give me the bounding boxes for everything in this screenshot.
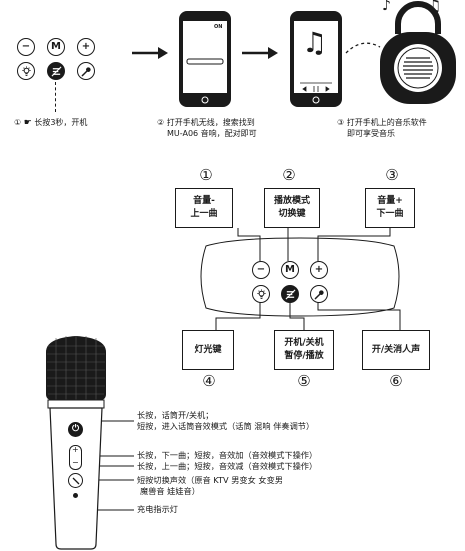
light-bulb-icon [256, 288, 266, 299]
mic-down-label: − [72, 458, 79, 467]
minus-button[interactable]: − [17, 38, 35, 56]
microphone-image [46, 336, 106, 550]
callout-6-line1: 开/关消人声 [371, 344, 421, 355]
panel-light-button[interactable] [252, 285, 270, 303]
mic-annotation-power-line2: 短按，进入话筒音效模式（话筒 混响 伴奏调节） [137, 421, 315, 431]
step-3-caption: ③ 打开手机上的音乐软件 即可享受音乐 [337, 117, 427, 139]
panel-mode-button[interactable]: M [281, 261, 299, 279]
callout-3-line2: 下一曲 [376, 209, 404, 219]
step-3-number: ③ [337, 118, 345, 127]
callout-5-number: ⑤ [297, 372, 311, 390]
mic-power-button[interactable]: ⏻ [68, 422, 83, 437]
step-2-line1: 打开手机无线，搜索找到 [166, 118, 255, 127]
callout-4-line1: 灯光键 [194, 344, 222, 355]
mic-effect-switch-button[interactable] [68, 473, 83, 488]
mic-annotation-charging: 充电指示灯 [137, 504, 178, 514]
plus-button[interactable]: + [77, 38, 95, 56]
mic-annotation-next: 长按，下一曲；短按，音效加（音效模式下操作） [137, 450, 318, 460]
callout-6-number: ⑥ [389, 372, 403, 390]
mode-button[interactable]: M [47, 38, 65, 56]
callout-3-line1: 音量+ [377, 196, 403, 206]
callout-4-number: ④ [202, 372, 216, 390]
charging-indicator-light [73, 493, 78, 498]
vocal-cut-button[interactable] [47, 62, 65, 80]
hand-pointer-icon: ☛ [23, 118, 32, 128]
slash-icon [72, 477, 79, 484]
callout-5-line2: 暂停/播放 [284, 351, 324, 361]
step-1-number: ① [14, 118, 22, 127]
step-2-line2: MU-A06 音响，配对即可 [167, 129, 257, 138]
callout-6-box: 开/关消人声 [362, 330, 430, 370]
step-2-caption: ② 打开手机无线，搜索找到 MU-A06 音响，配对即可 [157, 117, 257, 139]
mic-effect-button[interactable] [77, 62, 95, 80]
callout-5-box: 开机/关机 暂停/播放 [274, 330, 334, 370]
phone-bluetooth-on-image [179, 11, 231, 107]
step-2-number: ② [157, 118, 165, 127]
arrow-right-icon [132, 47, 168, 59]
microphone-icon [81, 66, 91, 76]
mic-annotation-power: 长按，话筒开/关机； 短按，进入话筒音效模式（话筒 混响 伴奏调节） [137, 410, 314, 432]
callout-5-line1: 开机/关机 [284, 338, 324, 348]
callout-3-number: ③ [385, 166, 399, 184]
panel-mic-effect-button[interactable] [310, 285, 328, 303]
speaker-image: ♪ ♫ [380, 0, 456, 104]
callout-4-box: 灯光键 [182, 330, 234, 370]
step-1-caption: ① ☛ 长按3秒，开机 [14, 117, 87, 129]
mic-volume-rocker[interactable] [69, 445, 82, 470]
light-button[interactable] [17, 62, 35, 80]
callout-2-line1: 播放模式 [273, 196, 310, 206]
mic-annotation-effect-line2: 魔兽音 娃娃音） [140, 486, 200, 496]
callout-1-line2: 上一曲 [190, 209, 218, 219]
callout-1-line1: 音量- [193, 196, 215, 206]
light-bulb-icon [21, 65, 31, 76]
phone-on-label: ON [214, 24, 223, 30]
callout-1-box: 音量- 上一曲 [175, 188, 233, 228]
callout-2-number: ② [282, 166, 296, 184]
mic-annotation-effect: 短按切换声效（原音 KTV 男变女 女变男 魔兽音 娃娃音） [137, 475, 283, 497]
arrow-right-icon [242, 47, 278, 59]
mic-annotation-power-line1: 长按，话筒开/关机； [137, 410, 214, 420]
mic-up-label: + [72, 445, 79, 454]
music-note-icon: ♫ [302, 26, 328, 59]
vocal-cut-icon [285, 289, 295, 299]
mic-annotation-effect-line1: 短按切换声效（原音 KTV 男变女 女变男 [137, 475, 283, 485]
callout-1-number: ① [199, 166, 213, 184]
callout-2-line2: 切换键 [278, 209, 306, 219]
panel-vocal-cut-button[interactable] [281, 285, 299, 303]
mic-annotation-prev: 长按，上一曲；短按，音效减（音效模式下操作） [137, 461, 318, 471]
dashed-connector [55, 82, 56, 112]
phone-music-player-image [290, 11, 342, 107]
panel-minus-button[interactable]: − [252, 261, 270, 279]
svg-text:♪: ♪ [382, 0, 391, 14]
vocal-cut-icon [51, 66, 61, 76]
signal-dashes [345, 42, 381, 54]
panel-plus-button[interactable]: + [310, 261, 328, 279]
step-3-line1: 打开手机上的音乐软件 [346, 118, 427, 127]
callout-2-box: 播放模式 切换键 [264, 188, 320, 228]
step-3-line2: 即可享受音乐 [347, 129, 395, 138]
step-1-text: 长按3秒，开机 [34, 118, 88, 127]
callout-3-box: 音量+ 下一曲 [365, 188, 415, 228]
microphone-icon [314, 289, 324, 299]
